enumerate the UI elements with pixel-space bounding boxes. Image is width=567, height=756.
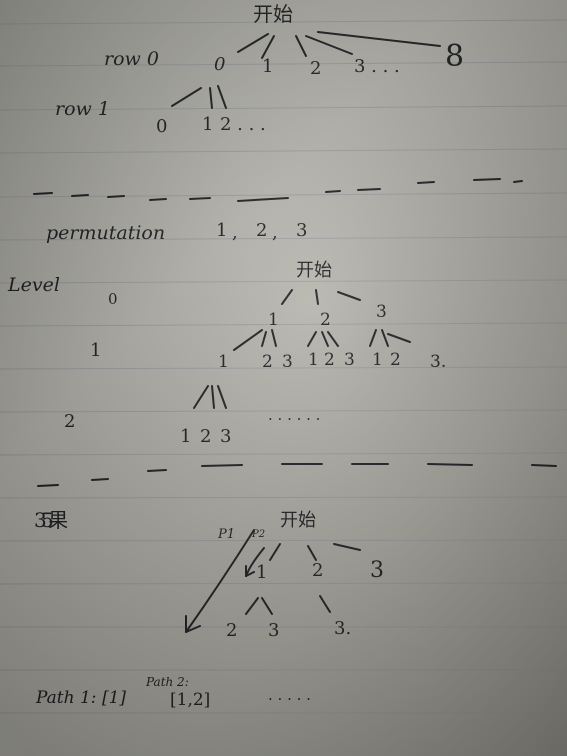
permutation-value: 2 bbox=[256, 220, 268, 241]
level-number: 1 bbox=[90, 340, 102, 361]
tree1-branches bbox=[171, 31, 441, 109]
row0-node: 1 bbox=[262, 56, 274, 77]
row1-node: 0 bbox=[156, 116, 168, 137]
tree2-level2-node: 1 bbox=[308, 350, 319, 370]
tree3-level2-node: 3 bbox=[268, 620, 280, 641]
tree2-level2-node: 1 bbox=[372, 350, 383, 370]
tree2-level2-node: 3. bbox=[430, 352, 447, 372]
tree3-level2-node: 2 bbox=[226, 620, 238, 641]
tree3-level1-node: 2 bbox=[312, 560, 324, 581]
tree1-root: 开始 bbox=[253, 2, 293, 26]
divider-1 bbox=[33, 178, 523, 202]
tree3-level1-node: 1 bbox=[256, 562, 268, 583]
level-heading: Level bbox=[8, 274, 60, 296]
tree2-level2-node: 3 bbox=[344, 350, 355, 370]
path-label-p2: P2 bbox=[252, 529, 266, 540]
tree2-level1-node: 2 bbox=[320, 310, 331, 330]
tree3-root: 开始 bbox=[280, 510, 316, 531]
tree3-branches bbox=[185, 529, 361, 633]
row1-node: 1 bbox=[202, 114, 214, 135]
path-label-p1: P1 bbox=[218, 527, 236, 542]
level-number: 2 bbox=[64, 411, 76, 432]
row0-label: row 0 bbox=[104, 48, 159, 70]
tree3-level1-node: 3 bbox=[370, 558, 384, 583]
divider-2 bbox=[37, 463, 557, 487]
row0-node: 3 . . . bbox=[354, 56, 400, 77]
path-ellipsis: . . . . . bbox=[268, 686, 311, 704]
tree2-level3-node: 2 bbox=[200, 426, 212, 447]
permutation-value: 1 bbox=[216, 220, 228, 241]
tree2-level3-node: 1 bbox=[180, 426, 192, 447]
row0-node: 2 bbox=[310, 58, 322, 79]
tree2-level3-node: 3 bbox=[220, 426, 232, 447]
tree2-branches bbox=[193, 289, 411, 409]
tree2-level2-node: 1 bbox=[218, 352, 229, 372]
tree2-level2-node: 2 bbox=[390, 350, 401, 370]
row1-label: row 1 bbox=[55, 98, 110, 120]
tree2-level1-node: 3 bbox=[376, 302, 387, 322]
tree2-root: 开始 bbox=[296, 260, 332, 281]
tree3-level2-node: 3. bbox=[334, 618, 352, 639]
permutation-separator: , bbox=[272, 222, 278, 243]
tree2-level2-node: 2 bbox=[262, 352, 273, 372]
row0-node: 0 bbox=[214, 54, 226, 75]
permutation-title: permutation bbox=[46, 222, 166, 244]
tree2-ellipsis: . . . . . . bbox=[268, 406, 321, 424]
ruled-lines bbox=[0, 19, 567, 714]
section3-title: 3 5 果 bbox=[34, 508, 68, 532]
path2-text: [1,2] bbox=[170, 690, 211, 710]
row0-node: 8 bbox=[445, 39, 465, 74]
tree2-level2-node: 2 bbox=[324, 350, 335, 370]
permutation-separator: , bbox=[232, 222, 238, 243]
permutation-value: 3 bbox=[296, 220, 308, 241]
tree2-level1-node: 1 bbox=[268, 310, 279, 330]
level-number: 0 bbox=[108, 290, 118, 308]
path2-label: Path 2: bbox=[146, 675, 189, 689]
row1-node: 2 . . . bbox=[220, 114, 266, 135]
path1-text: Path 1: [1] bbox=[36, 688, 127, 708]
tree2-level2-node: 3 bbox=[282, 352, 293, 372]
